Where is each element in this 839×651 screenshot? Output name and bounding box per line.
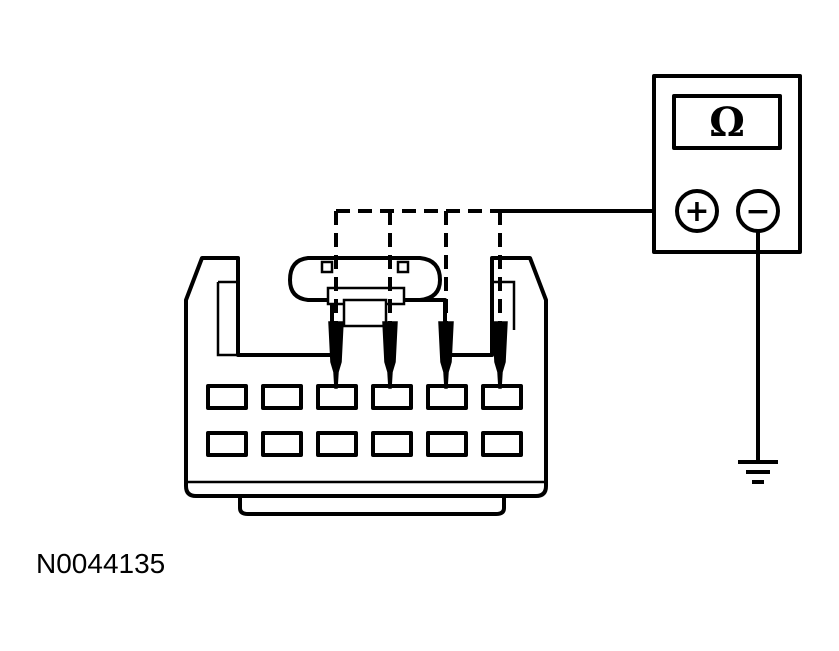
cavity-r1-c4 <box>371 384 413 410</box>
cavity-r1-c1 <box>206 384 248 410</box>
cavity-r1-c2 <box>261 384 303 410</box>
cavity-r2-c4 <box>371 431 413 457</box>
positive-terminal <box>675 189 719 233</box>
cavity-r2-c6 <box>481 431 523 457</box>
cavity-r2-c2 <box>261 431 303 457</box>
ground <box>738 231 778 484</box>
figure-id: N0044135 <box>36 548 166 579</box>
meter-display <box>672 94 782 150</box>
lock-tab-inner <box>342 298 388 328</box>
cavities <box>206 384 523 457</box>
cavity-r2-c5 <box>426 431 468 457</box>
positive-terminal-label: + <box>684 194 709 229</box>
cavity-r2-c1 <box>206 431 248 457</box>
test-probes <box>328 321 508 389</box>
lock-tab-slot-right <box>396 260 410 274</box>
negative-terminal-label: − <box>745 194 770 229</box>
probe-tip-3 <box>438 321 454 389</box>
probe-tip-1 <box>328 321 344 389</box>
cavity-r2-c3 <box>316 431 358 457</box>
lock-tab-slot-left <box>320 260 334 274</box>
probe-tip-4 <box>492 321 508 389</box>
probe-tip-2 <box>382 321 398 389</box>
connector <box>184 256 548 516</box>
cavity-r1-c6 <box>481 384 523 410</box>
cavity-r1-c5 <box>426 384 468 410</box>
ohmmeter: Ω + − <box>652 74 802 254</box>
test-leads <box>334 209 678 322</box>
ohm-symbol: Ω <box>709 99 745 146</box>
left-latch <box>216 280 238 357</box>
cavity-r1-c3 <box>316 384 358 410</box>
